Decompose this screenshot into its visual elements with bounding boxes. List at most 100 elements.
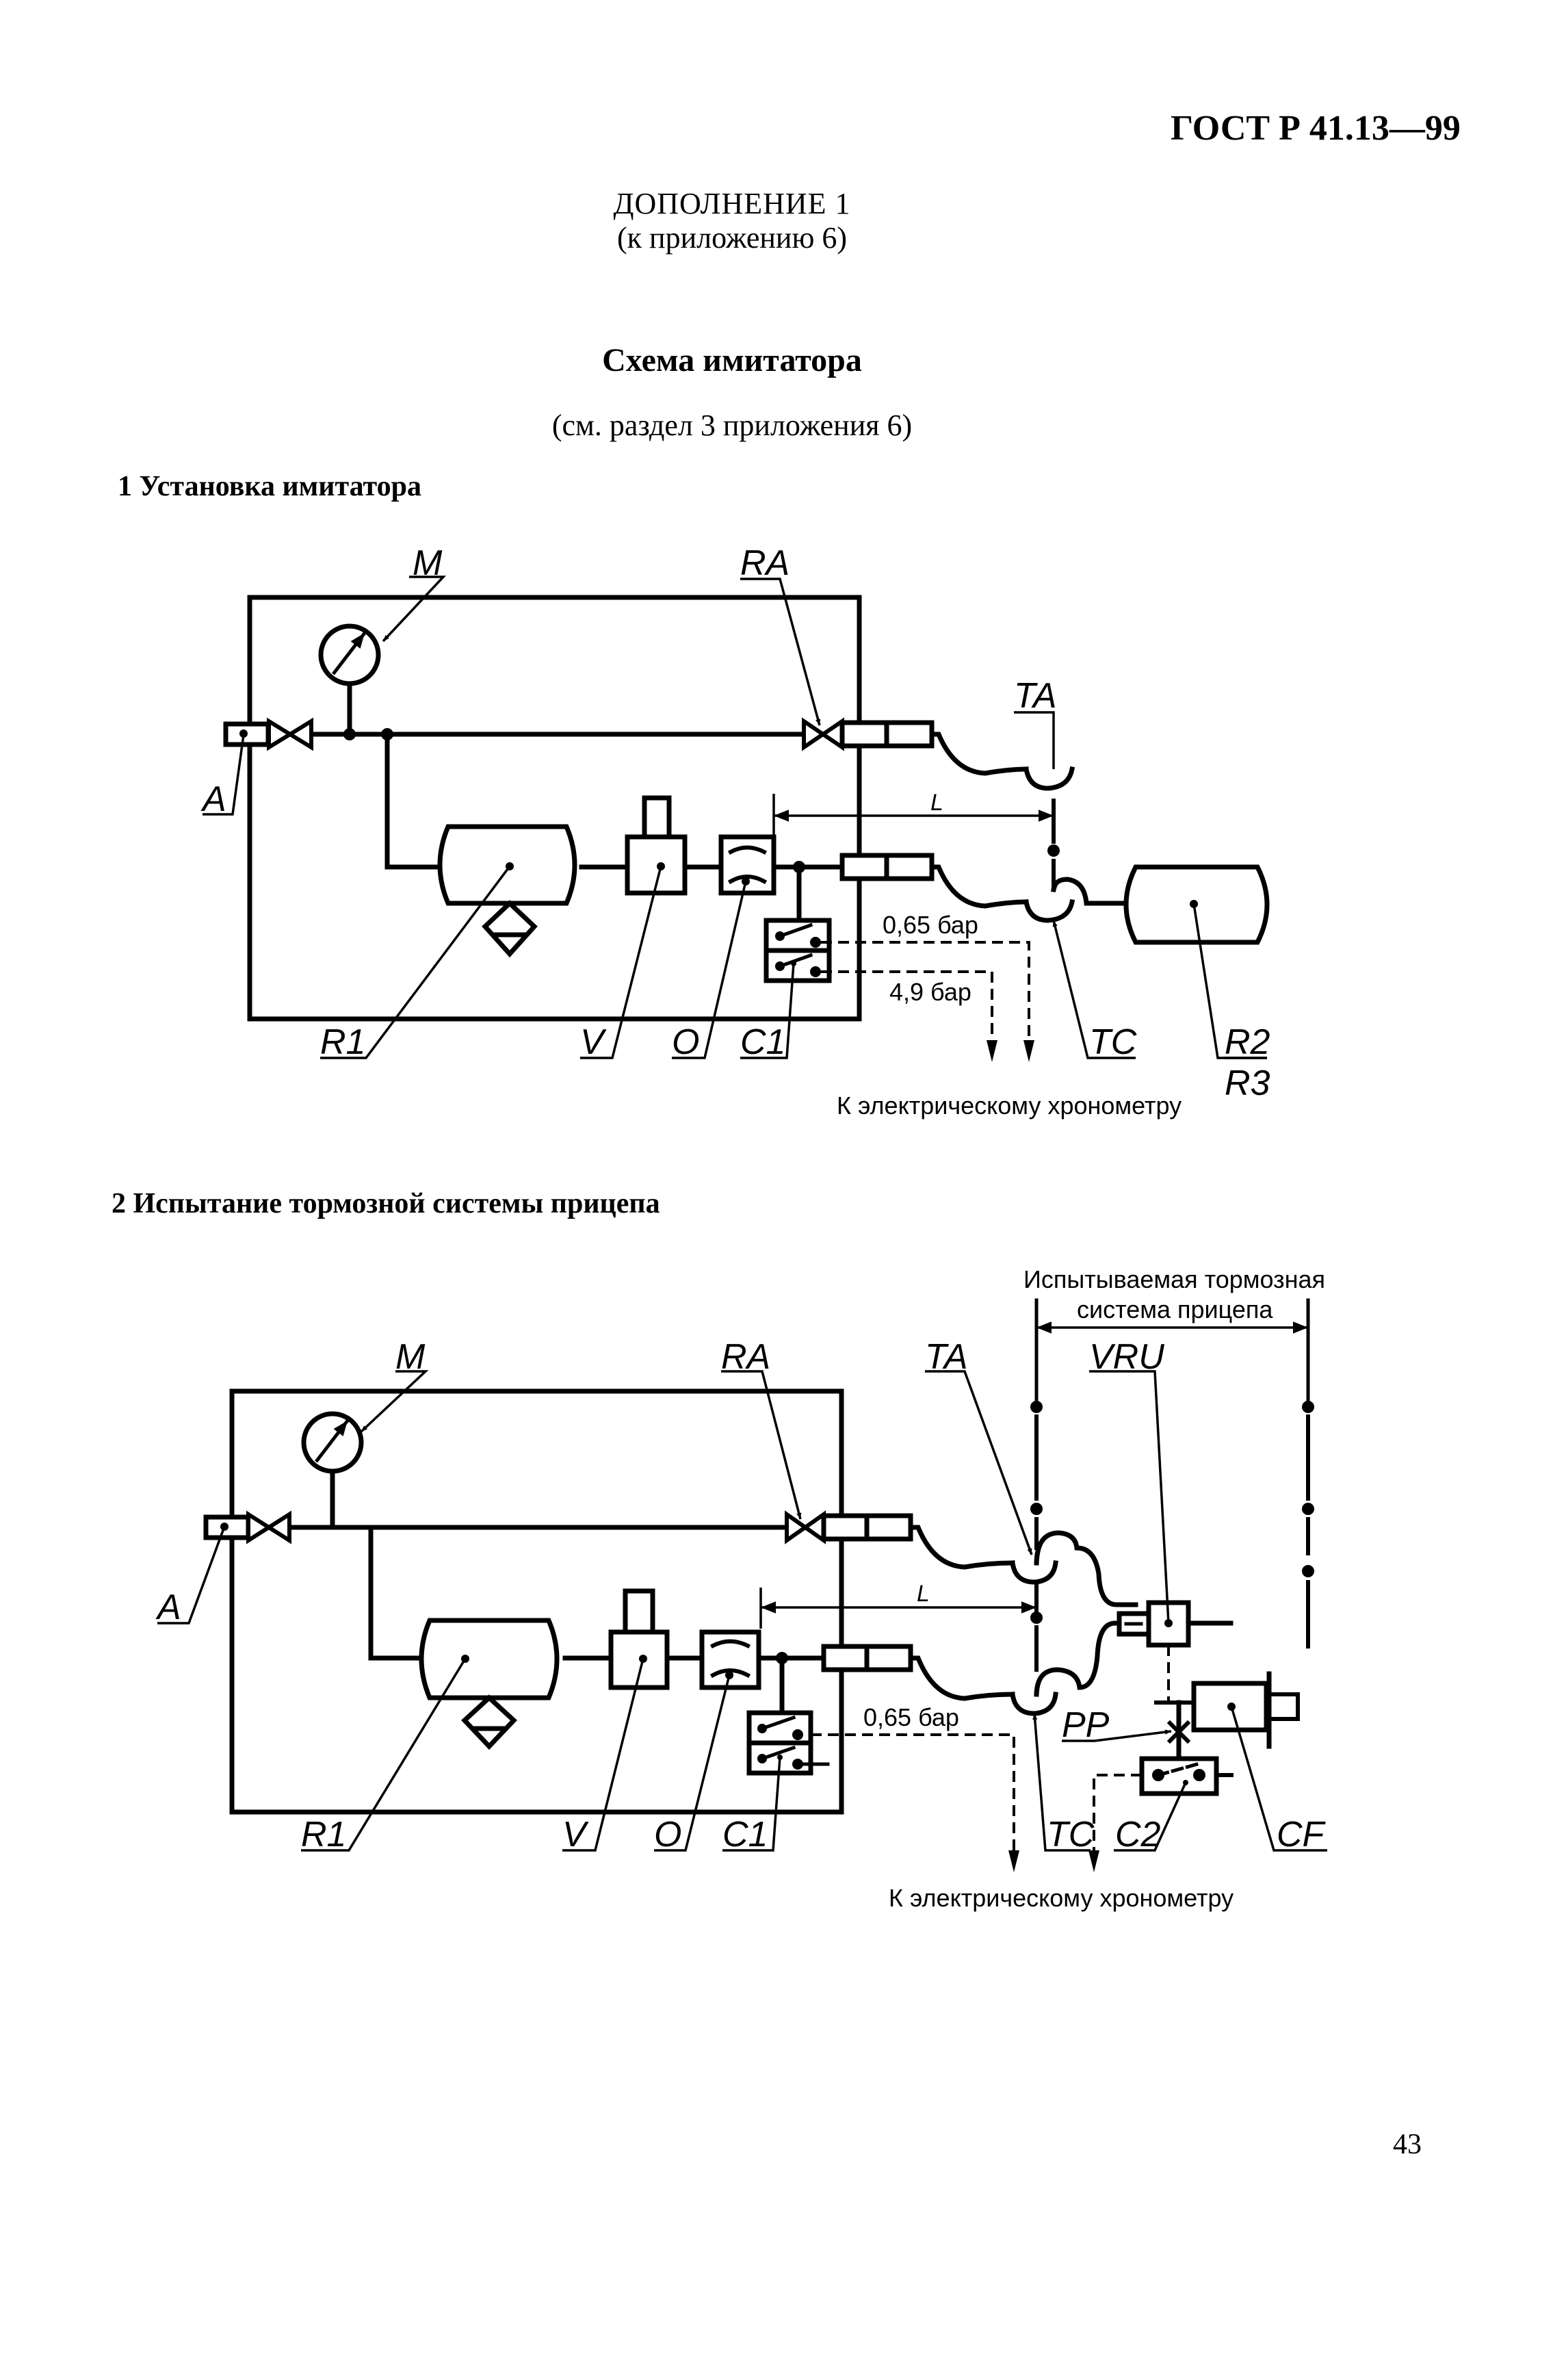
pp-cross-icon bbox=[1166, 1720, 1191, 1744]
leader-c2 bbox=[1114, 1782, 1187, 1852]
label-tc: TC bbox=[1089, 1022, 1137, 1062]
leader-a bbox=[157, 1526, 226, 1625]
label-r2: R2 bbox=[1225, 1022, 1270, 1062]
boundary-dot bbox=[1030, 1612, 1043, 1624]
label-v: V bbox=[580, 1022, 607, 1062]
output-note-chronometer: К электрическому хронометру bbox=[889, 1884, 1234, 1912]
boundary-dot bbox=[1030, 1401, 1043, 1413]
label-o: O bbox=[672, 1022, 699, 1062]
reservoir-r1 bbox=[419, 1618, 560, 1700]
section-2-heading: 2 Испытание тормозной системы прицепа bbox=[112, 1188, 660, 1219]
output-note-chronometer: К электрическому хронометру bbox=[837, 1091, 1182, 1120]
leader-c1 bbox=[722, 1757, 781, 1852]
coupling-a-dot bbox=[239, 729, 248, 738]
boundary-dot bbox=[1302, 1503, 1314, 1515]
label-ra: RA bbox=[721, 1337, 770, 1377]
leader-tc bbox=[1032, 1713, 1091, 1852]
coupling-head-control-part bbox=[864, 1644, 913, 1672]
hose-supply bbox=[929, 732, 1029, 776]
hose-supply bbox=[908, 1525, 1015, 1570]
orifice-curve-icon bbox=[727, 875, 768, 885]
leader-ta bbox=[1014, 711, 1055, 769]
signal-line-065 bbox=[821, 941, 1030, 1050]
label-ta: TA bbox=[925, 1337, 968, 1377]
tested-system-label-line1: Испытываемая тормозная bbox=[1023, 1265, 1325, 1293]
gauge-needle-icon bbox=[332, 632, 366, 675]
leader-vru bbox=[1089, 1370, 1170, 1624]
supplement-subtitle: (к приложению 6) bbox=[617, 221, 847, 255]
label-a: A bbox=[155, 1588, 181, 1627]
coupling-head-supply bbox=[821, 1513, 870, 1542]
supplement-title: ДОПОЛНЕНИЕ 1 bbox=[613, 187, 851, 220]
orifice-curve-icon bbox=[709, 1639, 751, 1649]
label-o: O bbox=[654, 1815, 681, 1854]
coupling-a bbox=[223, 721, 271, 747]
leader-o bbox=[654, 1674, 731, 1852]
hose-control-to-vru bbox=[1034, 1620, 1125, 1697]
coupling-tc bbox=[1023, 898, 1075, 923]
signal-line-c2 bbox=[1093, 1774, 1142, 1860]
leader-a bbox=[203, 734, 245, 816]
label-a: A bbox=[200, 779, 226, 819]
diagram-2-trailer-brake-test: M RA TA VRU A L PP R1 V O C1 TC C2 CF 0,… bbox=[155, 1265, 1327, 1912]
shutoff-valve-a bbox=[246, 1510, 291, 1544]
scheme-title: Схема имитатора bbox=[602, 342, 862, 378]
valve-v-actuator bbox=[642, 795, 672, 840]
arrow-down-icon bbox=[1023, 1040, 1034, 1062]
document-code-header: ГОСТ Р 41.13—99 bbox=[1171, 109, 1461, 148]
valve-v-actuator bbox=[623, 1588, 655, 1635]
leader-m bbox=[360, 1370, 429, 1433]
label-r1: R1 bbox=[320, 1022, 365, 1062]
leader-o bbox=[672, 881, 747, 1059]
arrow-down-icon bbox=[1088, 1850, 1099, 1872]
leader-tc bbox=[1052, 920, 1136, 1059]
pressure-label-065: 0,65 бар bbox=[863, 1703, 959, 1731]
coupling-tc bbox=[1010, 1692, 1058, 1716]
leader-r1 bbox=[320, 865, 511, 1059]
label-r1: R1 bbox=[301, 1815, 346, 1854]
cylinder-rod bbox=[1267, 1692, 1300, 1721]
label-cf: CF bbox=[1277, 1815, 1327, 1854]
leader-r1 bbox=[301, 1658, 467, 1852]
pressure-label-065: 0,65 бар bbox=[883, 911, 978, 939]
label-tc: TC bbox=[1047, 1815, 1095, 1854]
label-c2: C2 bbox=[1115, 1815, 1161, 1854]
valve-v bbox=[625, 834, 688, 896]
hose-to-vru bbox=[1034, 1530, 1138, 1607]
label-ta: TA bbox=[1014, 676, 1057, 716]
shutoff-valve-a bbox=[267, 717, 313, 751]
label-r3: R3 bbox=[1225, 1063, 1270, 1103]
label-ra: RA bbox=[740, 543, 789, 583]
coupling-ta bbox=[1010, 1560, 1058, 1585]
pressure-label-49: 4,9 бар bbox=[889, 978, 971, 1006]
orifice-curve-icon bbox=[709, 1668, 751, 1679]
signal-line-49 bbox=[821, 970, 993, 1050]
arrow-down-icon bbox=[1008, 1850, 1019, 1872]
hose-control bbox=[929, 864, 1029, 909]
coupling-head-control bbox=[839, 853, 889, 881]
leader-cf bbox=[1230, 1706, 1327, 1852]
drain-filter-icon bbox=[482, 900, 538, 958]
coupling-ta bbox=[1023, 766, 1075, 791]
leader-ta bbox=[925, 1370, 1033, 1555]
coupling-head-supply bbox=[839, 720, 889, 749]
drain-filter-icon bbox=[461, 1694, 517, 1750]
shutoff-valve-ra bbox=[802, 717, 844, 751]
reservoir-branch-pipe bbox=[368, 1525, 421, 1661]
scheme-reference: (см. раздел 3 приложения 6) bbox=[551, 409, 913, 442]
page-number: 43 bbox=[1393, 2129, 1422, 2160]
junction-dot bbox=[343, 728, 356, 740]
section-1-heading: 1 Установка имитатора bbox=[118, 471, 421, 502]
leader-ra bbox=[721, 1370, 802, 1520]
leader-m bbox=[382, 575, 447, 643]
coupling-head-control-part bbox=[884, 853, 935, 881]
vru-port bbox=[1117, 1611, 1151, 1637]
leader-pp bbox=[1062, 1729, 1172, 1742]
shutoff-valve-ra bbox=[785, 1510, 826, 1544]
label-vru: VRU bbox=[1089, 1337, 1164, 1377]
boundary-dot bbox=[1302, 1565, 1314, 1577]
leader-v bbox=[580, 866, 662, 1059]
coupling-head-supply-part bbox=[864, 1513, 913, 1542]
